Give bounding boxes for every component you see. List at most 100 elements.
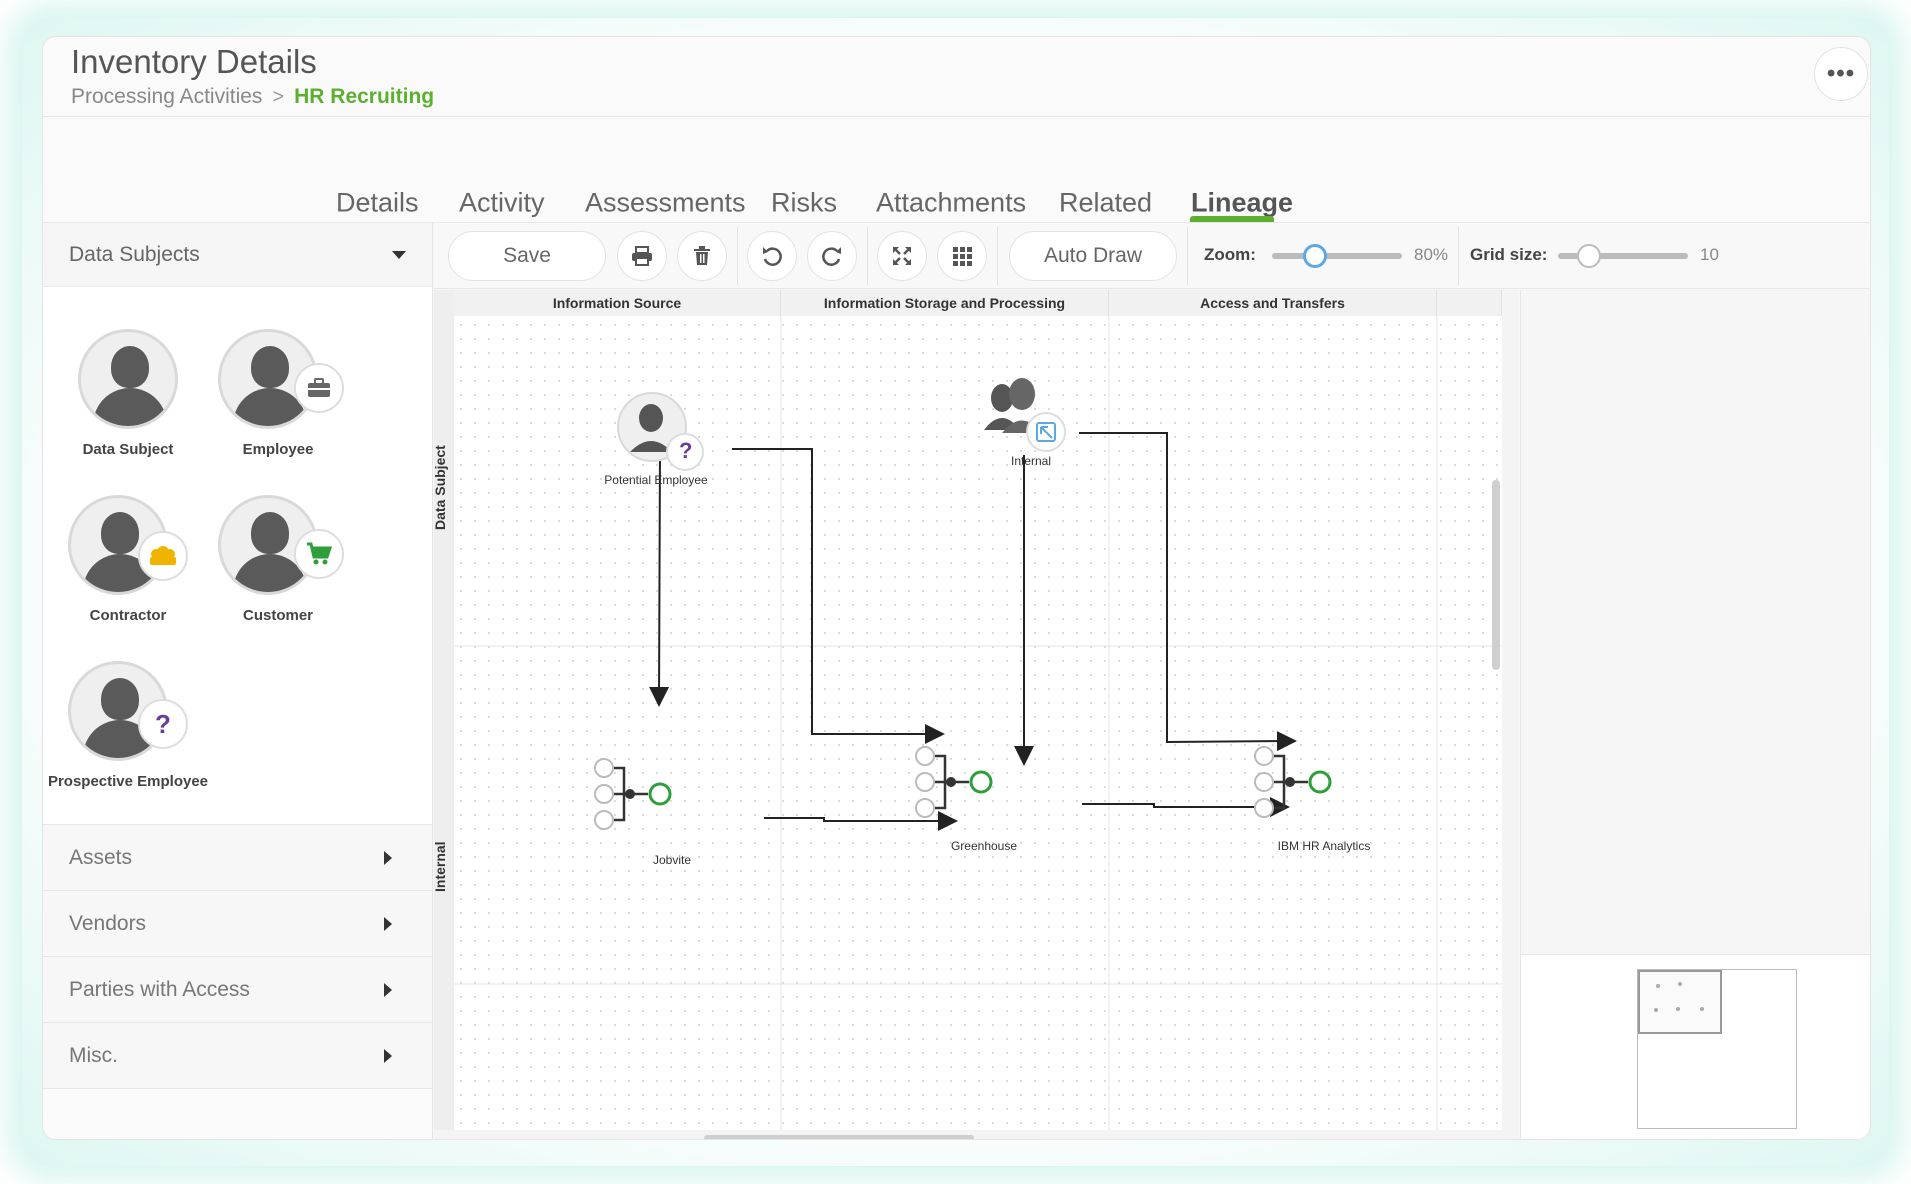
node-ibm-hr-analytics[interactable] (1254, 746, 1332, 818)
properties-panel (1520, 290, 1870, 1139)
section-label: Vendors (69, 911, 147, 935)
chevron-right-icon (384, 1048, 392, 1063)
chevron-down-icon (392, 250, 406, 259)
chevron-right-icon (384, 850, 392, 865)
briefcase-icon (294, 363, 344, 413)
grid-size-slider-knob[interactable] (1577, 244, 1602, 268)
vertical-scrollbar[interactable] (1492, 480, 1500, 670)
undo-button[interactable] (747, 231, 797, 281)
subject-customer[interactable]: Customer (193, 495, 363, 624)
minimap-viewport[interactable] (1638, 970, 1722, 1034)
node-internal[interactable] (984, 378, 1066, 452)
subject-prospective-employee[interactable]: ? Prospective Employee (43, 661, 213, 790)
subject-label: Prospective Employee (47, 773, 209, 790)
zoom-value: 80% (1414, 245, 1449, 264)
subject-contractor[interactable]: Contractor (43, 495, 213, 624)
column-header: Access and Transfers (1109, 290, 1437, 316)
trash-icon (694, 246, 710, 265)
subject-employee[interactable]: Employee (193, 329, 363, 458)
data-subjects-dropdown[interactable]: Data Subjects (43, 223, 432, 287)
node-jobvite[interactable] (594, 758, 672, 830)
subject-palette: Data Subject Employee (43, 287, 432, 825)
data-subjects-dropdown-label: Data Subjects (69, 242, 200, 266)
tab-assessments[interactable]: Assessments (585, 187, 746, 218)
section-misc[interactable]: Misc. (43, 1023, 432, 1089)
column-header: Information Storage and Processing (781, 290, 1109, 316)
node-label-internal: Internal (1010, 454, 1052, 468)
breadcrumb-parent-link[interactable]: Processing Activities (71, 85, 263, 108)
toolbar-divider (1458, 227, 1459, 285)
row-label-internal: Internal (432, 841, 448, 892)
section-label: Assets (69, 845, 133, 869)
auto-draw-button[interactable]: Auto Draw (1009, 231, 1177, 281)
row-label-strip (434, 290, 454, 1130)
grid-icon (953, 247, 972, 266)
row-label-data-subject: Data Subject (432, 445, 448, 530)
more-options-button[interactable]: ••• (1814, 47, 1868, 101)
tab-related[interactable]: Related (1059, 187, 1153, 218)
node-label-ibm-hr-analytics: IBM HR Analytics (1277, 839, 1371, 853)
minimap[interactable] (1637, 969, 1797, 1129)
tab-lineage[interactable]: Lineage (1191, 187, 1294, 218)
workers-icon (138, 531, 188, 581)
section-label: Parties with Access (69, 977, 250, 1001)
horizontal-scrollbar[interactable] (704, 1135, 974, 1139)
tab-bar: Details Activity Assessments Risks Attac… (43, 117, 1870, 223)
tab-activity[interactable]: Activity (459, 187, 545, 218)
grid-size-slider-track (1558, 253, 1688, 259)
redo-icon (822, 247, 841, 266)
save-button[interactable]: Save (448, 231, 606, 281)
person-icon (78, 329, 178, 429)
node-greenhouse[interactable] (915, 746, 993, 818)
connector-jobvite-greenhouse (764, 811, 958, 831)
node-label-greenhouse: Greenhouse (950, 839, 1018, 853)
subject-label: Data Subject (82, 441, 174, 458)
expand-icon (893, 247, 911, 265)
app-window: Inventory Details Processing Activities … (42, 36, 1871, 1140)
zoom-slider-track (1272, 253, 1402, 259)
column-header: Information Source (454, 290, 781, 316)
grid-size-value: 10 (1700, 245, 1719, 264)
grid-size-label: Grid size: (1470, 245, 1548, 264)
more-icon: ••• (1826, 60, 1856, 87)
grid-toggle-button[interactable] (937, 231, 987, 281)
question-icon: ? (138, 699, 188, 749)
print-button[interactable] (617, 231, 667, 281)
connector-greenhouse-ibm (1082, 797, 1290, 817)
question-icon: ? (679, 438, 693, 463)
toolbar-divider (737, 227, 738, 285)
section-label: Misc. (69, 1043, 118, 1067)
page-title: Inventory Details (71, 43, 317, 80)
column-header-empty (1437, 290, 1502, 316)
cart-icon (294, 529, 344, 579)
subject-data-subject[interactable]: Data Subject (43, 329, 213, 458)
diagram-canvas[interactable]: Information Source Information Storage a… (454, 290, 1502, 1130)
subject-label: Employee (242, 441, 314, 458)
tab-details[interactable]: Details (336, 187, 419, 218)
tab-attachments[interactable]: Attachments (876, 187, 1027, 218)
section-vendors[interactable]: Vendors (43, 891, 432, 957)
section-parties-with-access[interactable]: Parties with Access (43, 957, 432, 1023)
sidebar: Data Subjects Data Subject Employee (43, 223, 433, 1139)
subject-label: Customer (242, 607, 313, 624)
diagram-toolbar: Save Auto Draw Zoom: 80% Grid siz (434, 223, 1870, 289)
undo-icon (763, 247, 782, 266)
zoom-slider-knob[interactable] (1302, 244, 1327, 268)
chevron-right-icon (384, 982, 392, 997)
breadcrumb: Processing Activities > HR Recruiting (71, 85, 434, 109)
connector-internal-ibm (1079, 432, 1297, 752)
fit-to-screen-button[interactable] (877, 231, 927, 281)
zoom-label: Zoom: (1204, 245, 1256, 264)
section-assets[interactable]: Assets (43, 825, 432, 891)
toolbar-divider (1187, 227, 1188, 285)
tab-risks[interactable]: Risks (771, 187, 837, 218)
connector-pe-greenhouse (732, 448, 945, 744)
node-label-potential-employee: Potential Employee (604, 473, 708, 487)
toolbar-divider (867, 227, 868, 285)
node-label-jobvite: Jobvite (652, 853, 692, 867)
node-potential-employee[interactable] (617, 392, 704, 471)
connector-pe-jobvite (649, 446, 670, 707)
active-tab-indicator (1190, 216, 1274, 222)
redo-button[interactable] (807, 231, 857, 281)
delete-button[interactable] (677, 231, 727, 281)
